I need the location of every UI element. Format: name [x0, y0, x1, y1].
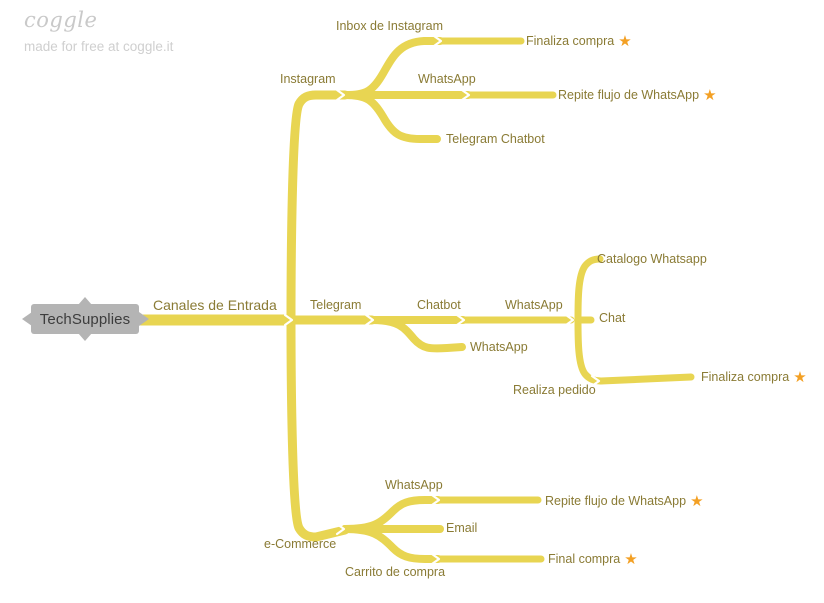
node-finaliza-compra-instagram[interactable]: Finaliza compra★: [526, 34, 632, 49]
node-telegram[interactable]: Telegram: [310, 298, 362, 312]
node-final-compra-label: Final compra: [548, 552, 621, 566]
node-realiza-pedido[interactable]: Realiza pedido: [513, 383, 596, 397]
node-whatsapp-telegram[interactable]: WhatsApp: [505, 298, 563, 312]
node-ecommerce[interactable]: e-Commerce: [264, 537, 337, 551]
star-icon: ★: [618, 33, 632, 50]
node-whatsapp-ecommerce[interactable]: WhatsApp: [385, 478, 443, 492]
node-catalogo-whatsapp[interactable]: Catalogo Whatsapp: [597, 252, 707, 266]
star-icon: ★: [793, 369, 807, 386]
node-finaliza-compra-telegram-label: Finaliza compra: [701, 370, 790, 384]
node-chatbot[interactable]: Chatbot: [417, 298, 461, 312]
node-carrito-de-compra[interactable]: Carrito de compra: [345, 565, 446, 579]
node-finaliza-compra-instagram-label: Finaliza compra: [526, 34, 615, 48]
coggle-watermark: coggle made for free at coggle.it: [24, 10, 173, 54]
node-repite-flujo-whatsapp-instagram[interactable]: Repite flujo de WhatsApp★: [558, 88, 717, 103]
star-icon: ★: [690, 493, 704, 510]
node-whatsapp-instagram[interactable]: WhatsApp: [418, 72, 476, 86]
root-connector-top-icon[interactable]: [78, 297, 92, 305]
node-repite-flujo-whatsapp-instagram-label: Repite flujo de WhatsApp: [558, 88, 700, 102]
node-finaliza-compra-telegram[interactable]: Finaliza compra★: [701, 370, 807, 385]
coggle-tagline: made for free at coggle.it: [24, 39, 174, 54]
star-icon: ★: [624, 551, 638, 568]
node-canales-de-entrada[interactable]: Canales de Entrada: [153, 297, 277, 313]
node-repite-flujo-whatsapp-ecommerce-label: Repite flujo de WhatsApp: [545, 494, 687, 508]
root-connector-bottom-icon[interactable]: [78, 333, 92, 341]
root-node[interactable]: TechSupplies: [22, 297, 149, 341]
node-final-compra[interactable]: Final compra★: [548, 552, 638, 567]
star-icon: ★: [703, 87, 717, 104]
root-connector-left-icon[interactable]: [22, 312, 32, 326]
root-node-box[interactable]: TechSupplies: [31, 304, 139, 334]
node-telegram-chatbot[interactable]: Telegram Chatbot: [446, 132, 545, 146]
node-inbox-de-instagram[interactable]: Inbox de Instagram: [336, 19, 444, 33]
node-email[interactable]: Email: [446, 521, 478, 535]
node-repite-flujo-whatsapp-ecommerce[interactable]: Repite flujo de WhatsApp★: [545, 494, 704, 509]
root-connector-right-icon[interactable]: [139, 312, 149, 326]
node-instagram[interactable]: Instagram: [280, 72, 336, 86]
node-chat[interactable]: Chat: [599, 311, 626, 325]
node-whatsapp-telegram-leaf[interactable]: WhatsApp: [470, 340, 528, 354]
coggle-logo-text: coggle: [24, 8, 98, 32]
root-node-label: TechSupplies: [39, 310, 131, 328]
